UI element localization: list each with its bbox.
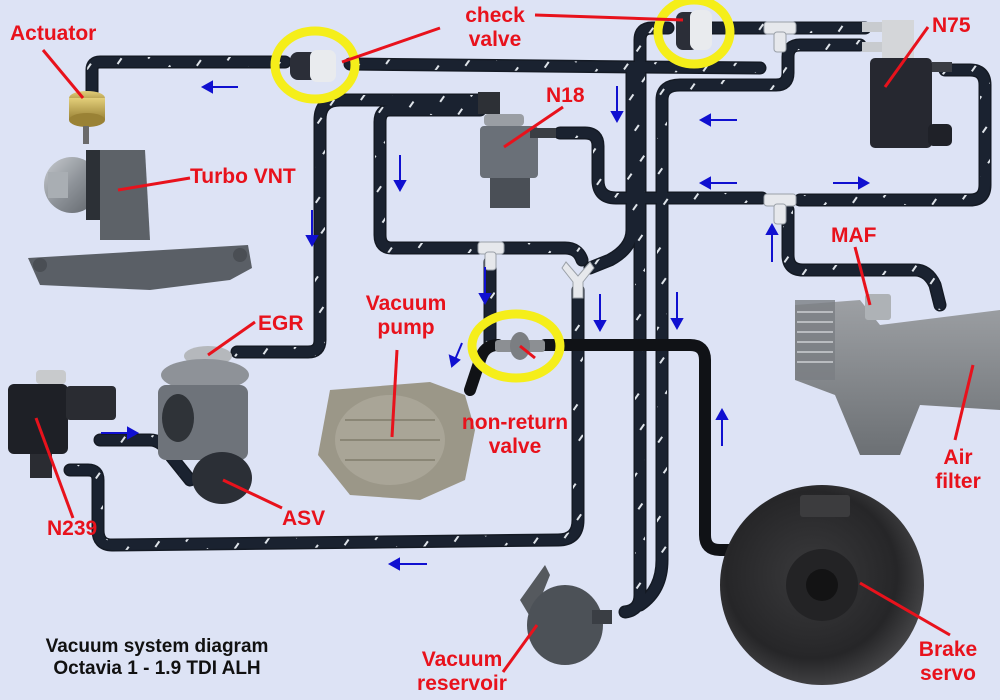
vacuum-pump (318, 382, 475, 500)
tee-fitting-top (763, 21, 797, 53)
diagram-title-line1: Vacuum system diagram (45, 636, 269, 657)
flow-arrow-down (393, 155, 407, 193)
vacuum-reservoir (520, 565, 612, 665)
highlights (270, 0, 735, 383)
label-check-valve-line1: check (465, 4, 525, 27)
highlight-check-valve-left (270, 26, 360, 104)
flow-arrow-left (698, 176, 737, 190)
label-brake-servo-line1: Brake (918, 638, 978, 661)
label-vacuum-reservoir-line1: Vacuum (421, 648, 503, 671)
flow-arrow-up (715, 407, 729, 446)
label-n75: N75 (932, 14, 971, 37)
check-valve-left (290, 50, 336, 82)
label-vacuum-reservoir: Vacuum reservoir (410, 648, 514, 696)
flow-arrow-up (765, 222, 779, 262)
label-turbo-vnt: Turbo VNT (190, 165, 296, 188)
air-filter (795, 300, 1000, 455)
brake-servo (720, 485, 924, 685)
highlight-non-return-valve (467, 309, 565, 383)
callout-lines (34, 13, 975, 673)
label-air-filter: Air filter (922, 446, 994, 494)
label-n18: N18 (546, 84, 585, 107)
hose-servo (539, 339, 766, 556)
flow-arrows (101, 80, 871, 571)
turbo-vnt (28, 150, 252, 290)
flow-arrow-down (670, 292, 684, 331)
label-non-return-valve-line1: non-return (461, 411, 569, 434)
flow-arrow-right (101, 426, 140, 440)
flow-arrow-left (200, 80, 238, 94)
label-vacuum-pump: Vacuum pump (356, 292, 456, 340)
label-egr: EGR (258, 312, 304, 335)
label-asv: ASV (282, 507, 326, 530)
flow-arrow-down (478, 267, 492, 306)
check-valve-right (676, 10, 712, 50)
label-brake-servo-line2: servo (919, 662, 977, 685)
actuator (69, 91, 105, 144)
flow-arrow-down (593, 294, 607, 333)
label-non-return-valve-line2: valve (488, 435, 542, 458)
flow-arrow-down-left (448, 342, 463, 368)
label-check-valve-line2: valve (468, 28, 522, 51)
flow-arrow-down (305, 210, 319, 248)
diagram-title-line2: Octavia 1 - 1.9 TDI ALH (53, 658, 261, 679)
label-vacuum-pump-line1: Vacuum (365, 292, 447, 315)
label-actuator: Actuator (10, 22, 97, 45)
tee-fitting-maf (763, 193, 797, 225)
maf-sensor (865, 294, 891, 320)
fittings (477, 21, 797, 299)
label-maf: MAF (831, 224, 877, 247)
flow-arrow-right (833, 176, 871, 190)
asv-valve (192, 452, 252, 504)
hoses (63, 21, 992, 619)
flow-arrow-left (387, 557, 427, 571)
label-brake-servo: Brake servo (903, 638, 993, 686)
n239-valve (8, 370, 116, 478)
highlight-check-valve-right (653, 0, 735, 69)
flow-arrow-down (610, 86, 624, 124)
diagram-title: Vacuum system diagram Octavia 1 - 1.9 TD… (12, 636, 302, 680)
egr-valve (158, 346, 249, 460)
label-air-filter-line2: filter (935, 470, 981, 493)
n75-valve (862, 20, 952, 148)
flow-arrow-left (698, 113, 737, 127)
label-n239: N239 (47, 517, 98, 540)
n18-valve (478, 92, 556, 208)
tee-fitting-center (477, 241, 505, 271)
y-fitting (561, 261, 595, 299)
label-non-return-valve: non-return valve (452, 411, 578, 459)
label-vacuum-pump-line2: pump (377, 316, 435, 339)
label-vacuum-reservoir-line2: reservoir (417, 672, 507, 695)
label-air-filter-line1: Air (943, 446, 973, 469)
label-check-valve: check valve (450, 4, 540, 52)
